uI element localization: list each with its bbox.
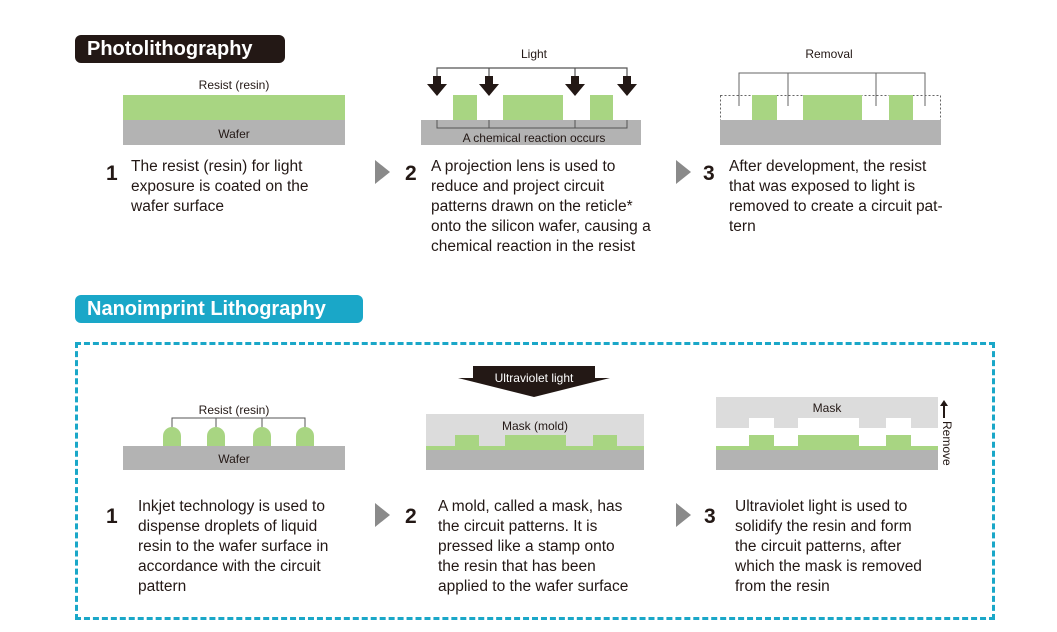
wafer [123, 120, 345, 145]
step-number: 1 [106, 162, 118, 185]
arrow-down-icon [427, 76, 447, 96]
next-step-arrow-icon [375, 160, 390, 184]
arrow-down-icon [565, 76, 585, 96]
mask-label: Mask (mold) [502, 419, 568, 433]
photolithography-title: Photolithography [75, 35, 285, 63]
resin-droplets [163, 427, 314, 446]
photo-diagram-1: Resist (resin) Wafer [123, 78, 345, 145]
reaction-label: A chemical reaction occurs [463, 131, 606, 145]
step-number: 2 [405, 162, 417, 185]
light-label: Light [521, 47, 548, 61]
resist-label: Resist (resin) [199, 403, 270, 417]
removal-label: Removal [805, 47, 852, 61]
light-arrows [427, 76, 637, 96]
nano-diagram-2: Ultraviolet light Mask (mold) [426, 366, 644, 470]
mask [716, 397, 938, 428]
resist-label: Resist (resin) [199, 78, 270, 92]
resist-layer [123, 95, 345, 120]
nano-diagram-1: Resist (resin) Wafer [123, 403, 345, 470]
next-step-arrow-icon [676, 503, 691, 527]
photo-diagram-2: Light A chemical reaction occurs [421, 47, 641, 145]
step-number: 3 [703, 162, 715, 185]
wafer [720, 120, 941, 145]
next-step-arrow-icon [676, 160, 691, 184]
step-number: 1 [106, 505, 118, 528]
wafer [716, 450, 938, 470]
uv-label: Ultraviolet light [495, 371, 574, 385]
mask-label: Mask [813, 401, 843, 415]
uv-arrow-icon [458, 366, 610, 397]
arrow-up-icon [940, 400, 948, 418]
wafer [421, 120, 641, 145]
remove-label: Remove [940, 421, 954, 466]
nano-diagram-3: Mask Remove [716, 397, 954, 470]
next-step-arrow-icon [375, 503, 390, 527]
wafer [426, 450, 644, 470]
wafer-label: Wafer [218, 452, 250, 466]
wafer [123, 446, 345, 470]
wafer-label: Wafer [218, 127, 250, 141]
step-number: 2 [405, 505, 417, 528]
arrow-down-icon [479, 76, 499, 96]
nanoimprint-title: Nanoimprint Lithography [75, 295, 363, 323]
arrow-down-icon [617, 76, 637, 96]
step-number: 3 [704, 505, 716, 528]
photo-diagram-3: Removal [720, 47, 941, 145]
nanoimprint-dashed-frame [75, 342, 995, 620]
